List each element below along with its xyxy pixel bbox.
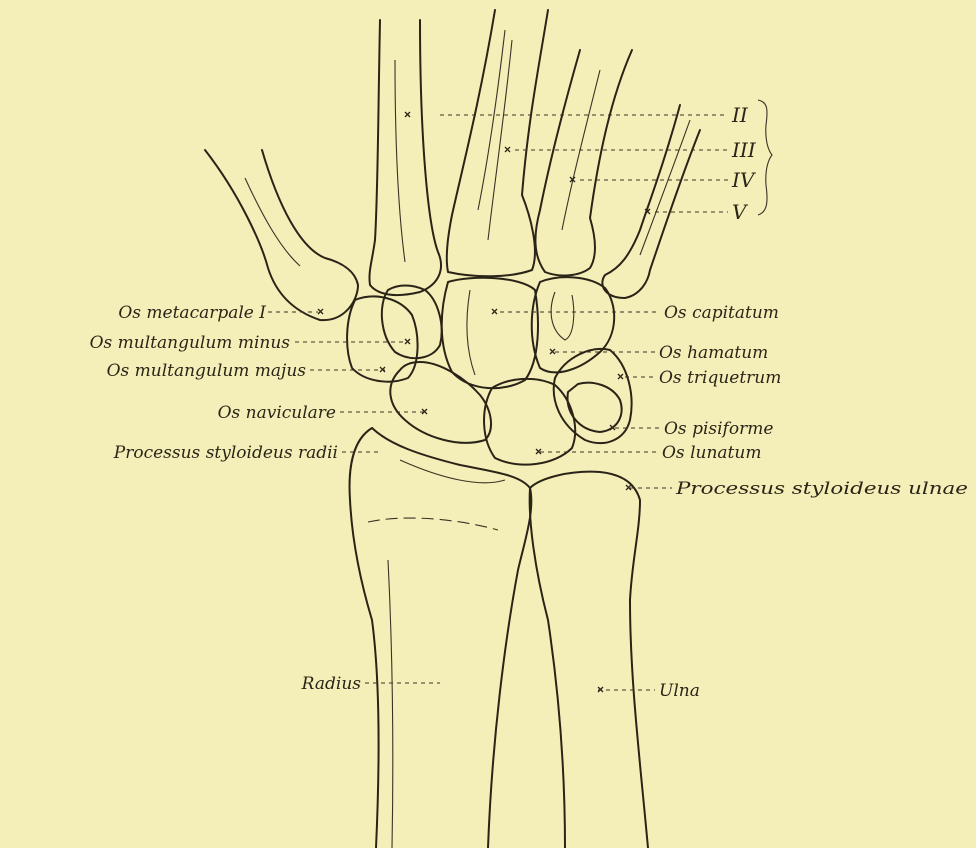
label-metacarpal-V: V	[732, 200, 749, 224]
label-ulna: Ulna	[659, 681, 700, 701]
os-capitatum	[442, 278, 538, 388]
label-os-metacarpale-1: Os metacarpale I	[118, 303, 266, 323]
label-os-multangulum-minus: Os multangulum minus	[90, 333, 291, 353]
os-multangulum-minus	[382, 286, 442, 359]
metacarpal-2	[369, 20, 441, 295]
metacarpal-brace	[758, 100, 772, 215]
label-radius: Radius	[301, 674, 362, 694]
label-metacarpal-IV: IV	[731, 168, 757, 192]
radius	[350, 428, 532, 848]
metacarpal-4	[535, 50, 632, 275]
label-os-lunatum: Os lunatum	[662, 443, 761, 463]
leader-lines	[268, 115, 728, 690]
os-naviculare	[390, 362, 491, 443]
label-os-capitatum: Os capitatum	[664, 303, 779, 323]
metacarpal-3	[447, 10, 548, 276]
label-metacarpal-III: III	[731, 138, 757, 162]
label-os-multangulum-majus: Os multangulum majus	[107, 361, 307, 381]
label-os-naviculare: Os naviculare	[218, 403, 336, 423]
metacarpal-5	[602, 105, 700, 298]
ulna	[530, 472, 648, 848]
label-processus-styloideus-ulnae: Processus styloideus ulnae	[675, 479, 968, 499]
os-lunatum	[484, 379, 575, 465]
label-os-hamatum: Os hamatum	[659, 343, 768, 363]
label-processus-styloideus-radii: Processus styloideus radii	[113, 443, 338, 463]
metacarpal-1	[205, 150, 358, 320]
label-os-pisiforme: Os pisiforme	[664, 419, 773, 439]
label-metacarpal-II: II	[731, 103, 749, 127]
label-os-triquetrum: Os triquetrum	[659, 368, 781, 388]
